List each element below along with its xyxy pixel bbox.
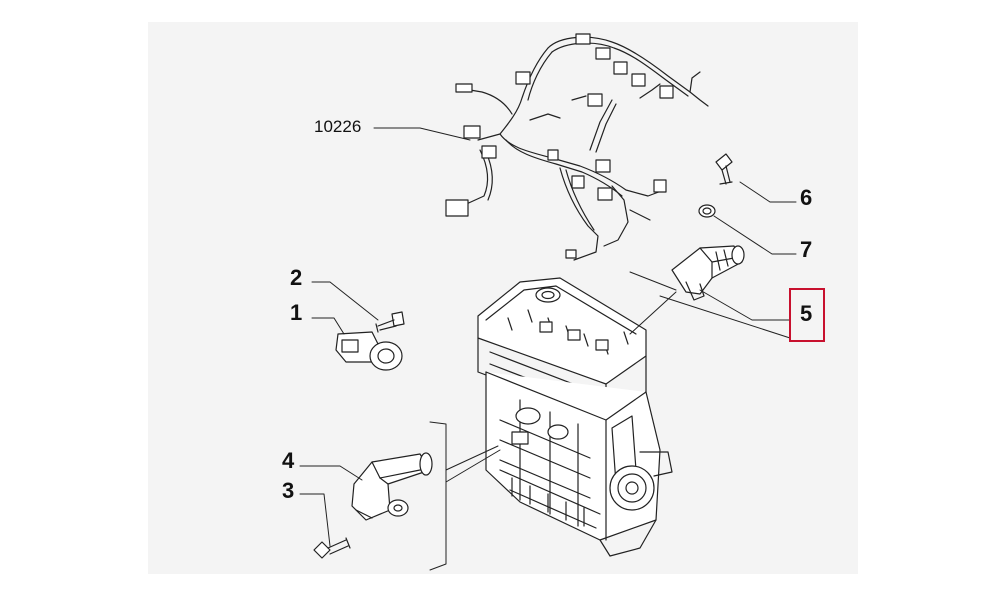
callout-harness: 10226 (314, 117, 362, 136)
cam-sensor-part-5 (671, 245, 745, 301)
callout-crank-sensor: 4 (282, 448, 295, 473)
harness-connectors (445, 33, 674, 259)
bolt-part-6 (715, 153, 733, 185)
callout-bolt-crank: 3 (282, 478, 295, 503)
engine-block (477, 277, 673, 557)
washer-part-7 (698, 204, 716, 218)
leader-lines (299, 127, 797, 571)
highlight-box (789, 288, 825, 342)
callout-bolt-top: 6 (800, 185, 813, 210)
knock-sensor-part-1 (335, 331, 403, 371)
bolt-part-2 (375, 311, 405, 333)
bolt-part-3 (313, 537, 351, 559)
callout-washer: 7 (800, 237, 813, 262)
callout-bolt-knock: 2 (290, 265, 303, 290)
callout-knock-sensor: 1 (290, 300, 303, 325)
callout-cam-sensor: 5 (800, 301, 813, 326)
crank-sensor-part-4 (351, 452, 433, 521)
